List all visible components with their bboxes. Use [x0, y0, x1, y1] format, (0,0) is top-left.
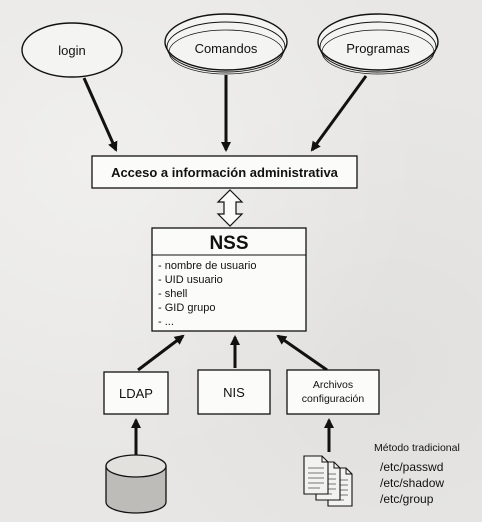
file-path-shadow: /etc/shadow — [380, 476, 444, 490]
ldap-box: LDAP — [103, 371, 169, 415]
database-icon — [105, 454, 167, 514]
traditional-method-heading: Método tradicional — [374, 442, 460, 454]
access-box: Acceso a información administrativa — [91, 155, 358, 189]
arrow-programas-to-access — [310, 75, 368, 152]
nis-box: NIS — [197, 369, 271, 415]
ldap-label: LDAP — [119, 386, 153, 401]
file-path-passwd: /etc/passwd — [380, 460, 443, 474]
login-label: login — [58, 43, 85, 58]
nss-item: - ... — [158, 316, 174, 328]
file-path-group: /etc/group — [380, 492, 434, 506]
arrow-ldap-to-nss — [137, 334, 185, 372]
comandos-oval: Comandos — [164, 13, 288, 75]
nss-box: NSS - nombre de usuario - UID usuario - … — [151, 227, 307, 332]
nss-item: - GID grupo — [158, 302, 215, 314]
programas-oval: Programas — [317, 13, 439, 75]
login-oval: login — [21, 22, 123, 78]
archivos-label-line1: Archivos — [313, 379, 353, 391]
nss-item: - shell — [158, 288, 187, 300]
nis-label: NIS — [223, 385, 245, 400]
nss-title: NSS — [209, 233, 248, 254]
arrow-archivos-to-nss — [276, 334, 328, 372]
access-box-label: Acceso a información administrativa — [111, 165, 339, 180]
bidirectional-arrow — [216, 189, 244, 227]
nss-item: - UID usuario — [158, 274, 223, 286]
nss-item: - nombre de usuario — [158, 260, 256, 272]
comandos-label: Comandos — [195, 41, 258, 56]
config-files-icon — [303, 455, 353, 507]
archivos-box: Archivos configuración — [286, 369, 380, 415]
programas-label: Programas — [346, 41, 410, 56]
arrow-login-to-access — [82, 77, 118, 152]
archivos-label-line2: configuración — [302, 393, 365, 405]
